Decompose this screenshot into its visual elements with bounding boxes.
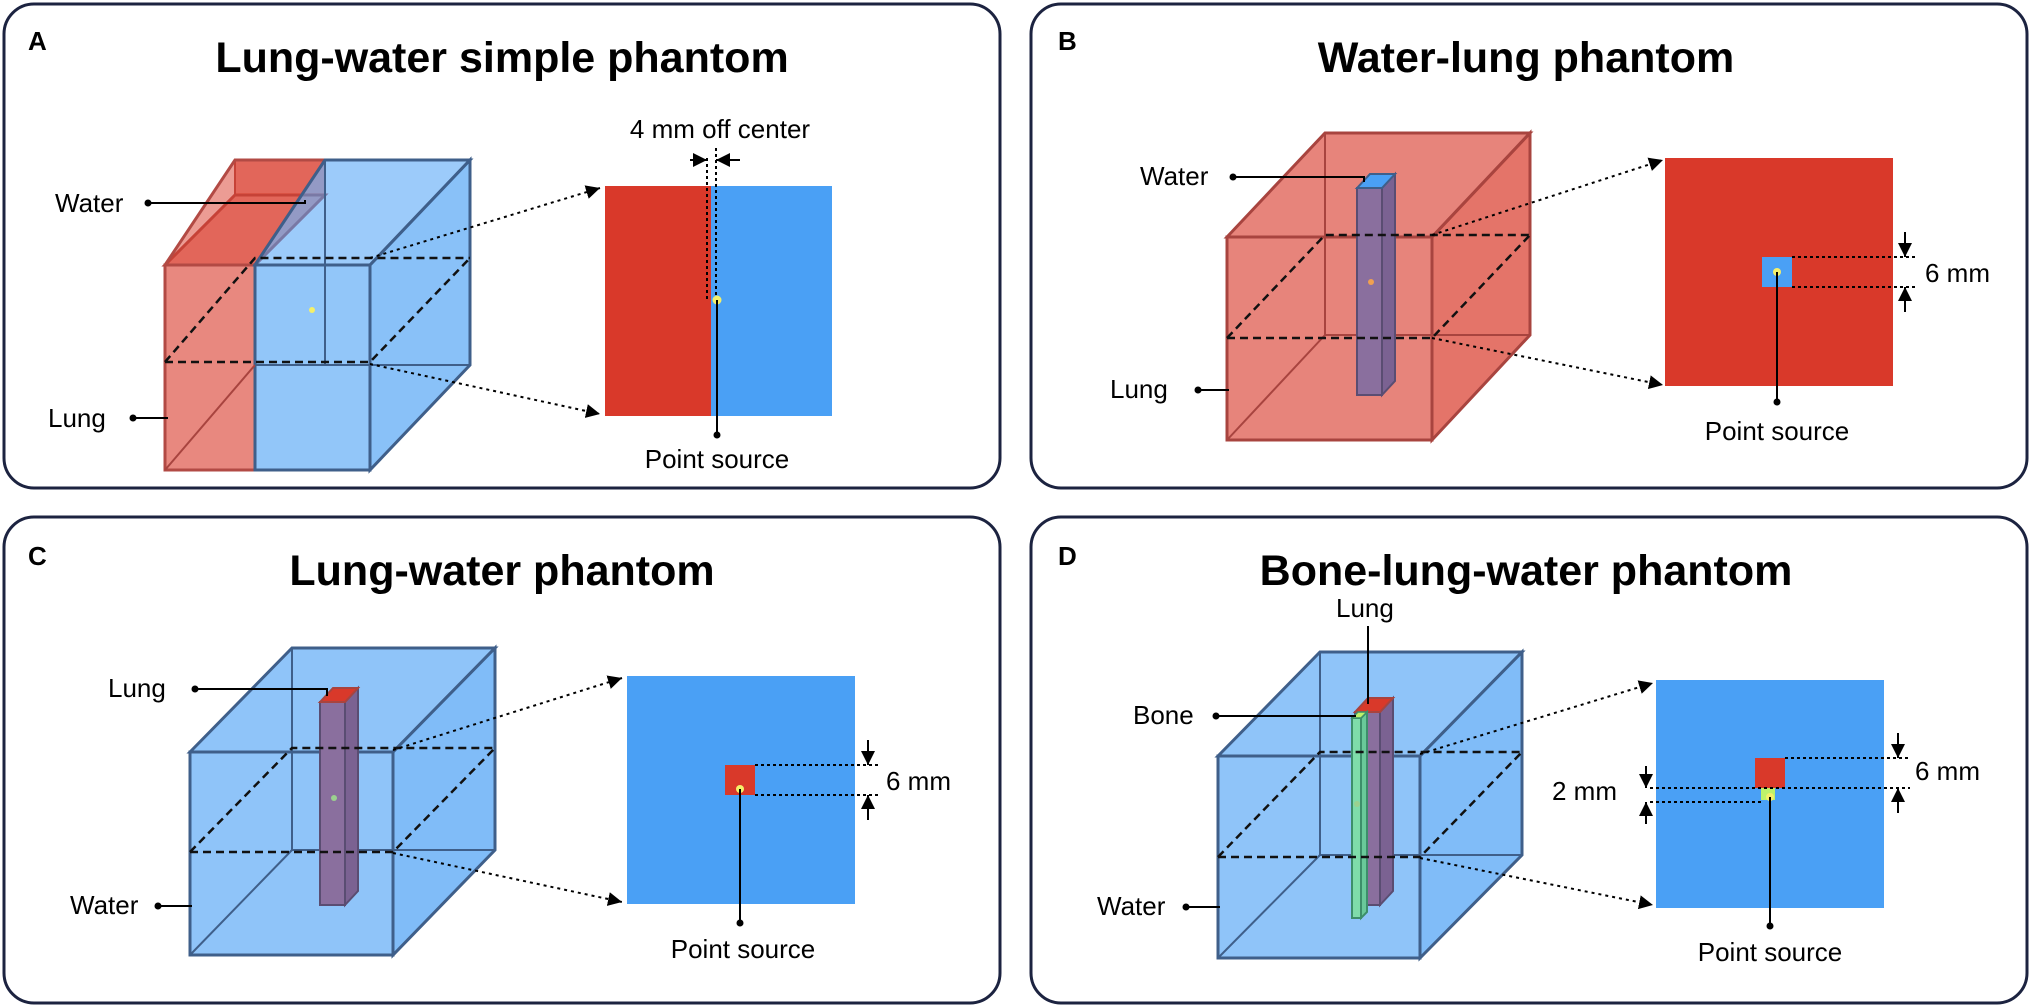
point-source-3d [1354, 801, 1360, 807]
panel-a-cube [161, 156, 474, 474]
panel-d-water-label: Water [1097, 891, 1166, 921]
zoom-line-bottom [1419, 857, 1654, 910]
panel-a-point-source-label: Point source [645, 444, 790, 474]
panel-c-letter: C [28, 541, 47, 571]
lung-rod-side [1379, 695, 1394, 908]
panel-d-point-source-label: Point source [1698, 937, 1843, 967]
cross-section-lung-rod [1755, 758, 1785, 788]
panel-c-water-label: Water [70, 890, 139, 920]
panel-c: C Lung-water phantom 6 mm Point source [2, 515, 1002, 1005]
zoom-line-top [369, 185, 601, 259]
lung-rod-front [319, 701, 346, 906]
lung-rod-top [317, 687, 361, 703]
panel-a-letter: A [28, 26, 47, 56]
panel-c-cube [186, 644, 499, 959]
panel-a-lung-label: Lung [48, 403, 106, 433]
panel-d-dimension-large-label: 6 mm [1915, 756, 1980, 786]
panel-d-letter: D [1058, 541, 1077, 571]
panel-a-title: Lung-water simple phantom [215, 34, 788, 82]
hidden-edge [1217, 854, 1321, 959]
hidden-edge [1226, 334, 1326, 441]
panel-a: A Lung-water simple phantom [2, 2, 1002, 490]
hidden-edge [189, 849, 293, 956]
panel-b-title: Water-lung phantom [1318, 34, 1734, 82]
zoom-line-bottom [1431, 337, 1664, 390]
bone-rod-front [1351, 717, 1362, 919]
water-leader [1233, 176, 1365, 182]
panel-b-dimension-label: 6 mm [1925, 258, 1990, 288]
leader-dot [736, 919, 744, 927]
panel-b-water-label: Water [1140, 161, 1209, 191]
water-rod-side [1381, 171, 1396, 398]
water-half-front [253, 263, 372, 472]
zoom-line-top [392, 675, 623, 751]
water-rod-top [1354, 173, 1398, 189]
slice-plane [189, 746, 496, 854]
panel-b-cube [1223, 129, 1534, 444]
bone-rod-side [1360, 709, 1368, 921]
leader-dot [1773, 398, 1781, 406]
panel-c-dimension-label: 6 mm [886, 766, 951, 796]
water-leader [148, 200, 306, 204]
slice-plane [164, 256, 471, 364]
zoom-line-bottom [369, 363, 601, 418]
panel-a-dimension-label: 4 mm off center [630, 114, 810, 144]
slice-plane [1226, 233, 1531, 340]
panel-d-lung-label: Lung [1336, 593, 1394, 623]
hidden-edge [164, 364, 256, 471]
water-rod-front [1356, 187, 1383, 396]
panel-c-title: Lung-water phantom [289, 547, 714, 595]
panel-d-title: Bone-lung-water phantom [1260, 547, 1793, 595]
panel-c-lung-label: Lung [108, 673, 166, 703]
point-source-3d [331, 795, 337, 801]
panel-b-lung-label: Lung [1110, 374, 1168, 404]
panel-d-dimension-small-label: 2 mm [1552, 776, 1617, 806]
zoom-line-top [1431, 157, 1664, 236]
lung-half-front [163, 263, 257, 472]
zoom-line-top [1419, 680, 1654, 755]
slice-plane [1217, 750, 1523, 859]
cross-section-lung [605, 186, 711, 416]
point-source-3d [309, 307, 315, 313]
point-source-3d [1368, 279, 1374, 285]
panel-b-letter: B [1058, 26, 1077, 56]
lung-leader [195, 688, 328, 696]
panel-d: D Bone-lung-water phantom [1029, 515, 2029, 1005]
lung-rod-top [1352, 697, 1396, 713]
cross-section-water [711, 186, 832, 416]
panel-c-point-source-label: Point source [671, 934, 816, 964]
panel-a-water-label: Water [55, 188, 124, 218]
leader-dot [713, 431, 721, 439]
panel-b-point-source-label: Point source [1705, 416, 1850, 446]
leader-dot [1766, 922, 1774, 930]
lung-rod-side [344, 685, 359, 908]
panel-d-bone-label: Bone [1133, 700, 1194, 730]
panel-b: B Water-lung phantom 6 mm Point sou [1029, 2, 2029, 490]
panel-d-cube [1214, 648, 1526, 962]
